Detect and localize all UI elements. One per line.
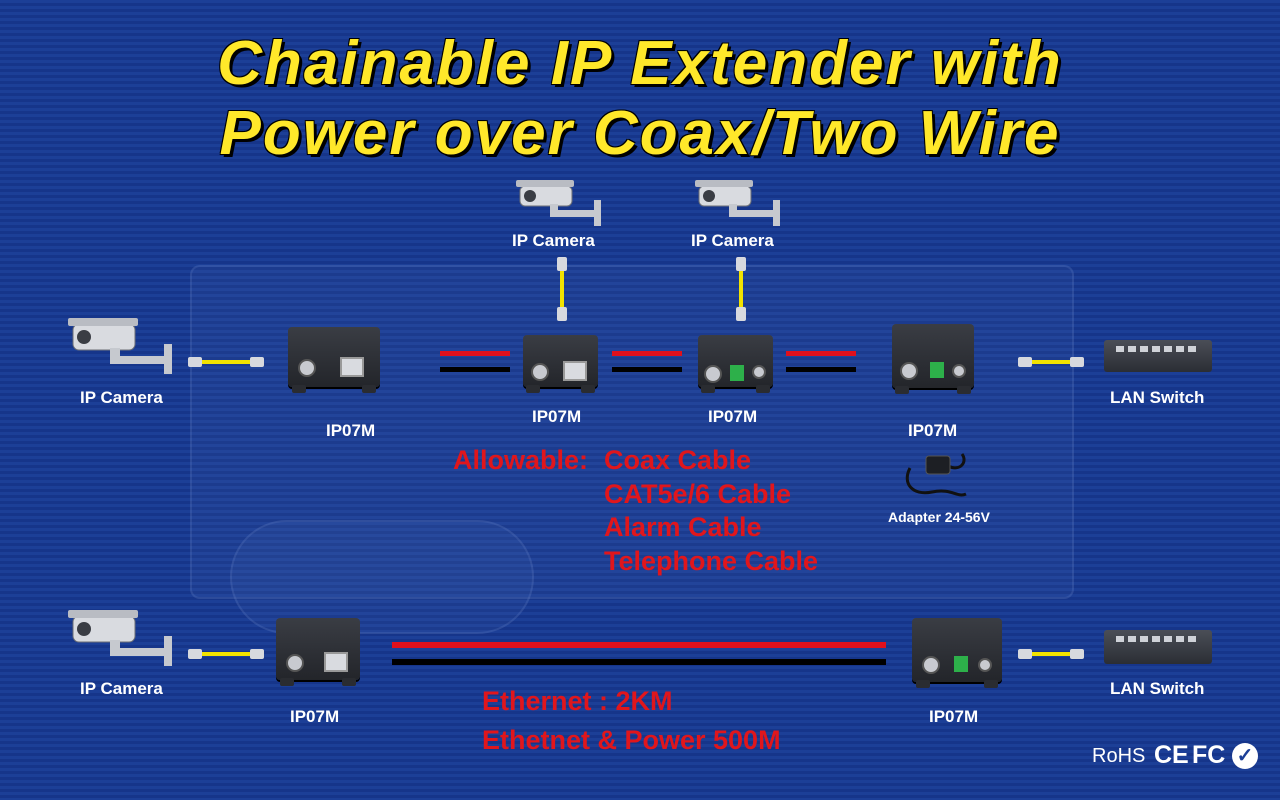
rj45-plug-icon [1070,357,1084,367]
background-device-ghost-front [230,520,534,634]
rj45-plug-icon [736,307,746,321]
dc-jack-icon [298,359,316,377]
ip07m-label: IP07M [708,407,758,426]
allowable-item: Telephone Cable [604,546,819,576]
cable-red [392,642,886,648]
terminal-block-icon [930,362,944,378]
ip07m-label: IP07M [908,421,958,440]
cable-red [786,351,856,356]
allowable-heading: Allowable: [453,445,589,475]
ip-camera-icon [695,180,780,226]
lan-switch-label: LAN Switch [1110,388,1205,407]
ip07m-label: IP07M [326,421,376,440]
terminal-block-icon [730,365,744,381]
rj45-plug-icon [557,307,567,321]
power-adapter-icon [905,453,967,497]
ip-camera-label: IP Camera [512,231,595,250]
dc-jack-icon [978,658,992,672]
bnc-connector-icon [704,365,722,383]
terminal-block-icon [954,656,968,672]
patch-cable [1032,360,1072,364]
cable-black [440,367,510,372]
patch-cable [202,360,252,364]
ip-camera-label: IP Camera [80,388,163,407]
dc-jack-icon [752,365,766,379]
rj45-plug-icon [1018,649,1032,659]
rj45-port-icon [563,361,587,381]
ip07m-device-e [276,618,360,686]
ip-camera-icon [516,180,601,226]
patch-cable [1032,652,1072,656]
patch-cable [560,271,564,309]
ip07m-device-c [698,335,773,393]
lan-switch-icon [1104,340,1212,372]
ip-camera-label: IP Camera [691,231,774,250]
lan-switch-label: LAN Switch [1110,679,1205,698]
rj45-plug-icon [736,257,746,271]
distance-line2: Ethetnet & Power 500M [482,725,781,755]
ip07m-device-b [523,335,598,393]
ip07m-device-d [892,324,974,394]
dc-jack-icon [952,364,966,378]
dc-jack-icon [531,363,549,381]
cable-black [392,659,886,665]
rj45-plug-icon [188,649,202,659]
patch-cable [202,652,252,656]
rj45-port-icon [324,652,348,672]
bnc-connector-icon [922,656,940,674]
rj45-plug-icon [188,357,202,367]
allowable-item: Alarm Cable [604,512,762,542]
title-line2: Power over Coax/Two Wire [219,99,1061,168]
allowable-item: Coax Cable [604,445,752,475]
adapter-label: Adapter 24-56V [888,509,990,525]
lan-switch-icon [1104,630,1212,664]
rj45-plug-icon [1070,649,1084,659]
cable-black [786,367,856,372]
cable-black [612,367,682,372]
ip07m-label: IP07M [532,407,582,426]
ip-camera-icon [68,610,172,666]
allowable-item: CAT5e/6 Cable [604,479,792,509]
patch-cable [739,271,743,309]
rj45-plug-icon [557,257,567,271]
ce-logo: CE [1154,741,1189,769]
rj45-plug-icon [250,357,264,367]
ip07m-device-a [288,327,380,393]
rohs-logo: RoHS [1092,745,1146,767]
ip07m-label: IP07M [929,707,979,726]
ip-camera-label: IP Camera [80,679,163,698]
ip-camera-icon [68,318,172,374]
rj45-port-icon [340,357,364,377]
check-mark-icon: ✓ [1232,743,1258,769]
dc-jack-icon [286,654,304,672]
rj45-plug-icon [250,649,264,659]
title-line1: Chainable IP Extender with [217,29,1063,98]
fcc-logo: FC [1192,741,1226,769]
rj45-plug-icon [1018,357,1032,367]
distance-line1: Ethernet : 2KM [482,686,673,716]
ip07m-device-f [912,618,1002,688]
cable-red [440,351,510,356]
ip07m-label: IP07M [290,707,340,726]
bnc-connector-icon [900,362,918,380]
background-device-ghost [190,265,1074,599]
cable-red [612,351,682,356]
